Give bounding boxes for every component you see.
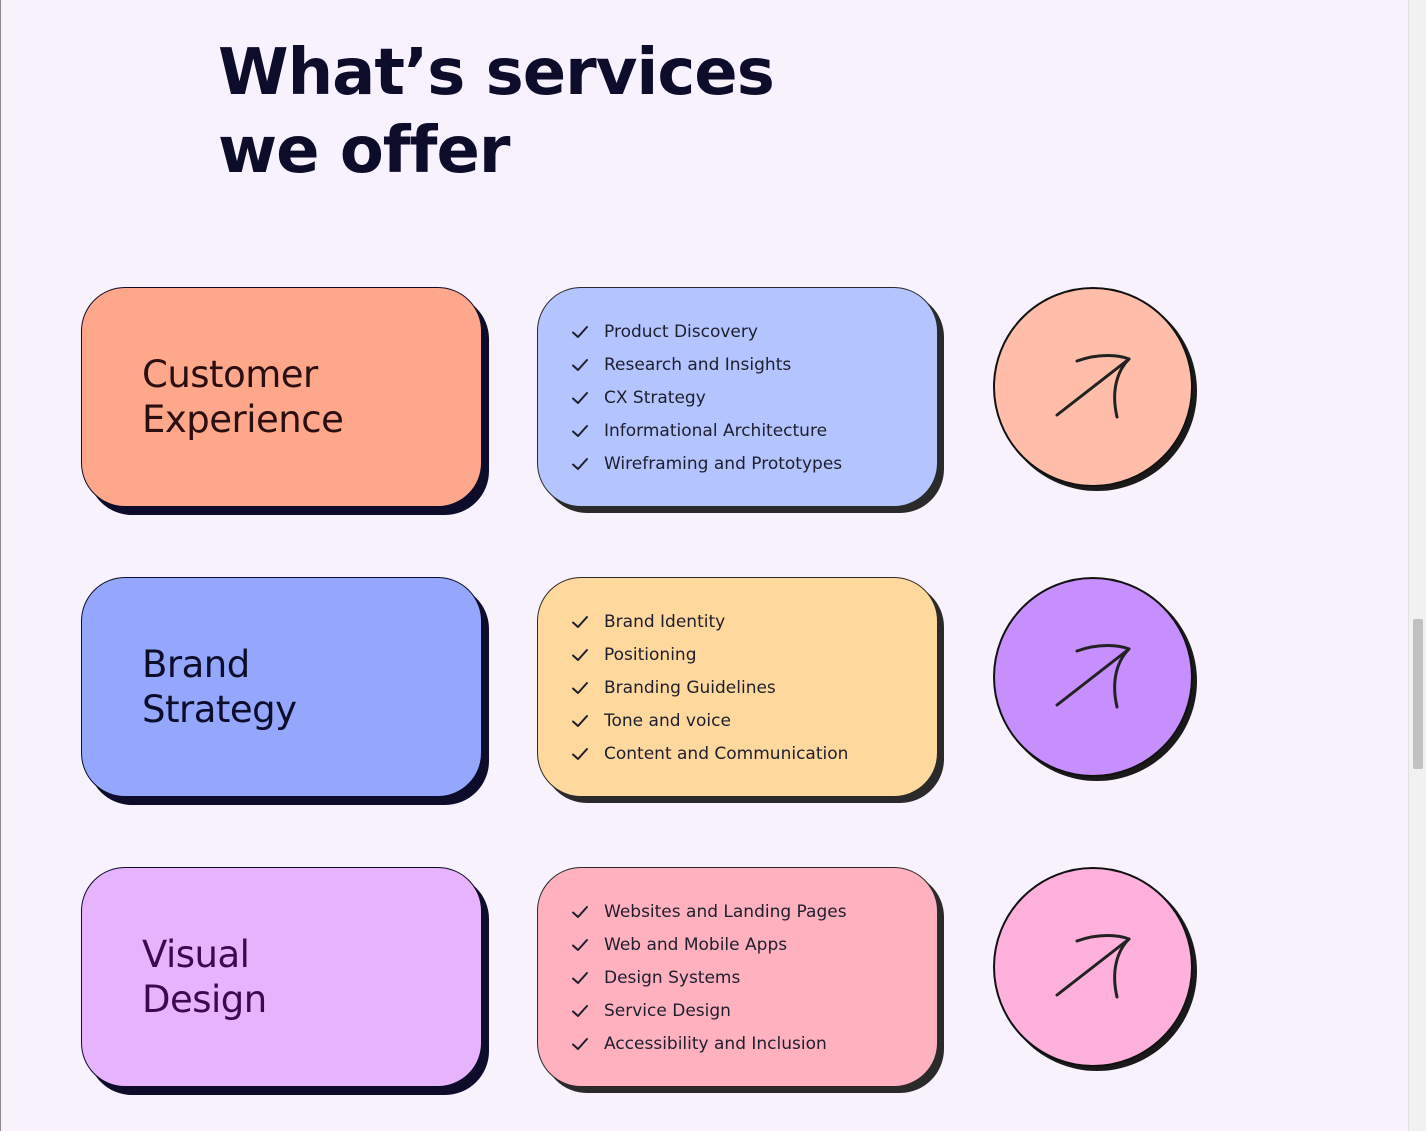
check-icon bbox=[572, 424, 588, 437]
check-icon bbox=[572, 391, 588, 404]
section-heading: What’s services we offer bbox=[218, 34, 918, 190]
service-item-list: Product Discovery Research and Insights … bbox=[571, 315, 842, 480]
check-icon bbox=[572, 1037, 588, 1050]
scrollbar-thumb[interactable] bbox=[1413, 619, 1423, 769]
list-item: Product Discovery bbox=[571, 315, 842, 348]
list-item: Research and Insights bbox=[571, 348, 842, 381]
service-title: Visual Design bbox=[142, 932, 267, 1022]
service-list-card: Websites and Landing Pages Web and Mobil… bbox=[537, 867, 938, 1087]
check-icon bbox=[572, 938, 588, 951]
customer-experience-arrow-button[interactable] bbox=[993, 287, 1193, 487]
check-icon bbox=[572, 747, 588, 760]
service-row-visual-design: Visual Design Websites and Landing Pages… bbox=[0, 867, 1408, 1097]
service-title-line-1: Customer bbox=[142, 353, 318, 396]
check-icon bbox=[572, 648, 588, 661]
check-icon bbox=[572, 714, 588, 727]
window-left-border bbox=[0, 0, 1, 1131]
list-item: Informational Architecture bbox=[571, 414, 842, 447]
check-icon bbox=[572, 971, 588, 984]
service-item-list: Websites and Landing Pages Web and Mobil… bbox=[571, 895, 847, 1060]
list-item-label: Informational Architecture bbox=[604, 420, 828, 441]
list-item: CX Strategy bbox=[571, 381, 842, 414]
heading-line-2: we offer bbox=[218, 114, 510, 188]
list-item: Branding Guidelines bbox=[571, 671, 848, 704]
service-title-line-1: Visual bbox=[142, 933, 250, 976]
page-scrollbar[interactable] bbox=[1408, 0, 1426, 1131]
check-icon bbox=[572, 905, 588, 918]
service-list-card: Brand Identity Positioning Branding Guid… bbox=[537, 577, 938, 797]
service-title-card: Brand Strategy bbox=[81, 577, 482, 797]
list-item-label: Branding Guidelines bbox=[604, 677, 776, 698]
service-list-card: Product Discovery Research and Insights … bbox=[537, 287, 938, 507]
check-icon bbox=[572, 615, 588, 628]
check-icon bbox=[572, 325, 588, 338]
service-title: Brand Strategy bbox=[142, 642, 297, 732]
brand-strategy-arrow-button[interactable] bbox=[993, 577, 1193, 777]
visual-design-arrow-button[interactable] bbox=[993, 867, 1193, 1067]
list-item-label: Websites and Landing Pages bbox=[604, 901, 847, 922]
service-title: Customer Experience bbox=[142, 352, 344, 442]
list-item-label: Web and Mobile Apps bbox=[604, 934, 788, 955]
list-item: Design Systems bbox=[571, 961, 847, 994]
service-title-line-2: Experience bbox=[142, 398, 344, 441]
arrow-up-right-icon bbox=[1055, 934, 1131, 999]
list-item: Service Design bbox=[571, 994, 847, 1027]
list-item: Positioning bbox=[571, 638, 848, 671]
list-item-label: Research and Insights bbox=[604, 354, 792, 375]
list-item: Wireframing and Prototypes bbox=[571, 447, 842, 480]
check-icon bbox=[572, 358, 588, 371]
arrow-up-right-icon bbox=[1055, 354, 1131, 419]
list-item-label: Service Design bbox=[604, 1000, 731, 1021]
list-item-label: Accessibility and Inclusion bbox=[604, 1033, 827, 1054]
list-item-label: Positioning bbox=[604, 644, 697, 665]
list-item-label: CX Strategy bbox=[604, 387, 706, 408]
service-row-customer-experience: Customer Experience Product Discovery Re… bbox=[0, 287, 1408, 517]
list-item-label: Wireframing and Prototypes bbox=[604, 453, 843, 474]
list-item-label: Brand Identity bbox=[604, 611, 726, 632]
service-title-card: Customer Experience bbox=[81, 287, 482, 507]
check-icon bbox=[572, 681, 588, 694]
list-item: Content and Communication bbox=[571, 737, 848, 770]
check-icon bbox=[572, 457, 588, 470]
service-title-line-1: Brand bbox=[142, 643, 250, 686]
list-item: Tone and voice bbox=[571, 704, 848, 737]
list-item-label: Tone and voice bbox=[604, 710, 731, 731]
heading-line-1: What’s services bbox=[218, 36, 775, 110]
list-item: Web and Mobile Apps bbox=[571, 928, 847, 961]
service-row-brand-strategy: Brand Strategy Brand Identity Positionin… bbox=[0, 577, 1408, 807]
list-item-label: Content and Communication bbox=[604, 743, 849, 764]
list-item: Accessibility and Inclusion bbox=[571, 1027, 847, 1060]
list-item-label: Product Discovery bbox=[604, 321, 758, 342]
service-item-list: Brand Identity Positioning Branding Guid… bbox=[571, 605, 848, 770]
list-item: Websites and Landing Pages bbox=[571, 895, 847, 928]
service-title-card: Visual Design bbox=[81, 867, 482, 1087]
check-icon bbox=[572, 1004, 588, 1017]
service-title-line-2: Strategy bbox=[142, 688, 297, 731]
arrow-up-right-icon bbox=[1055, 644, 1131, 709]
list-item-label: Design Systems bbox=[604, 967, 741, 988]
service-title-line-2: Design bbox=[142, 978, 267, 1021]
list-item: Brand Identity bbox=[571, 605, 848, 638]
